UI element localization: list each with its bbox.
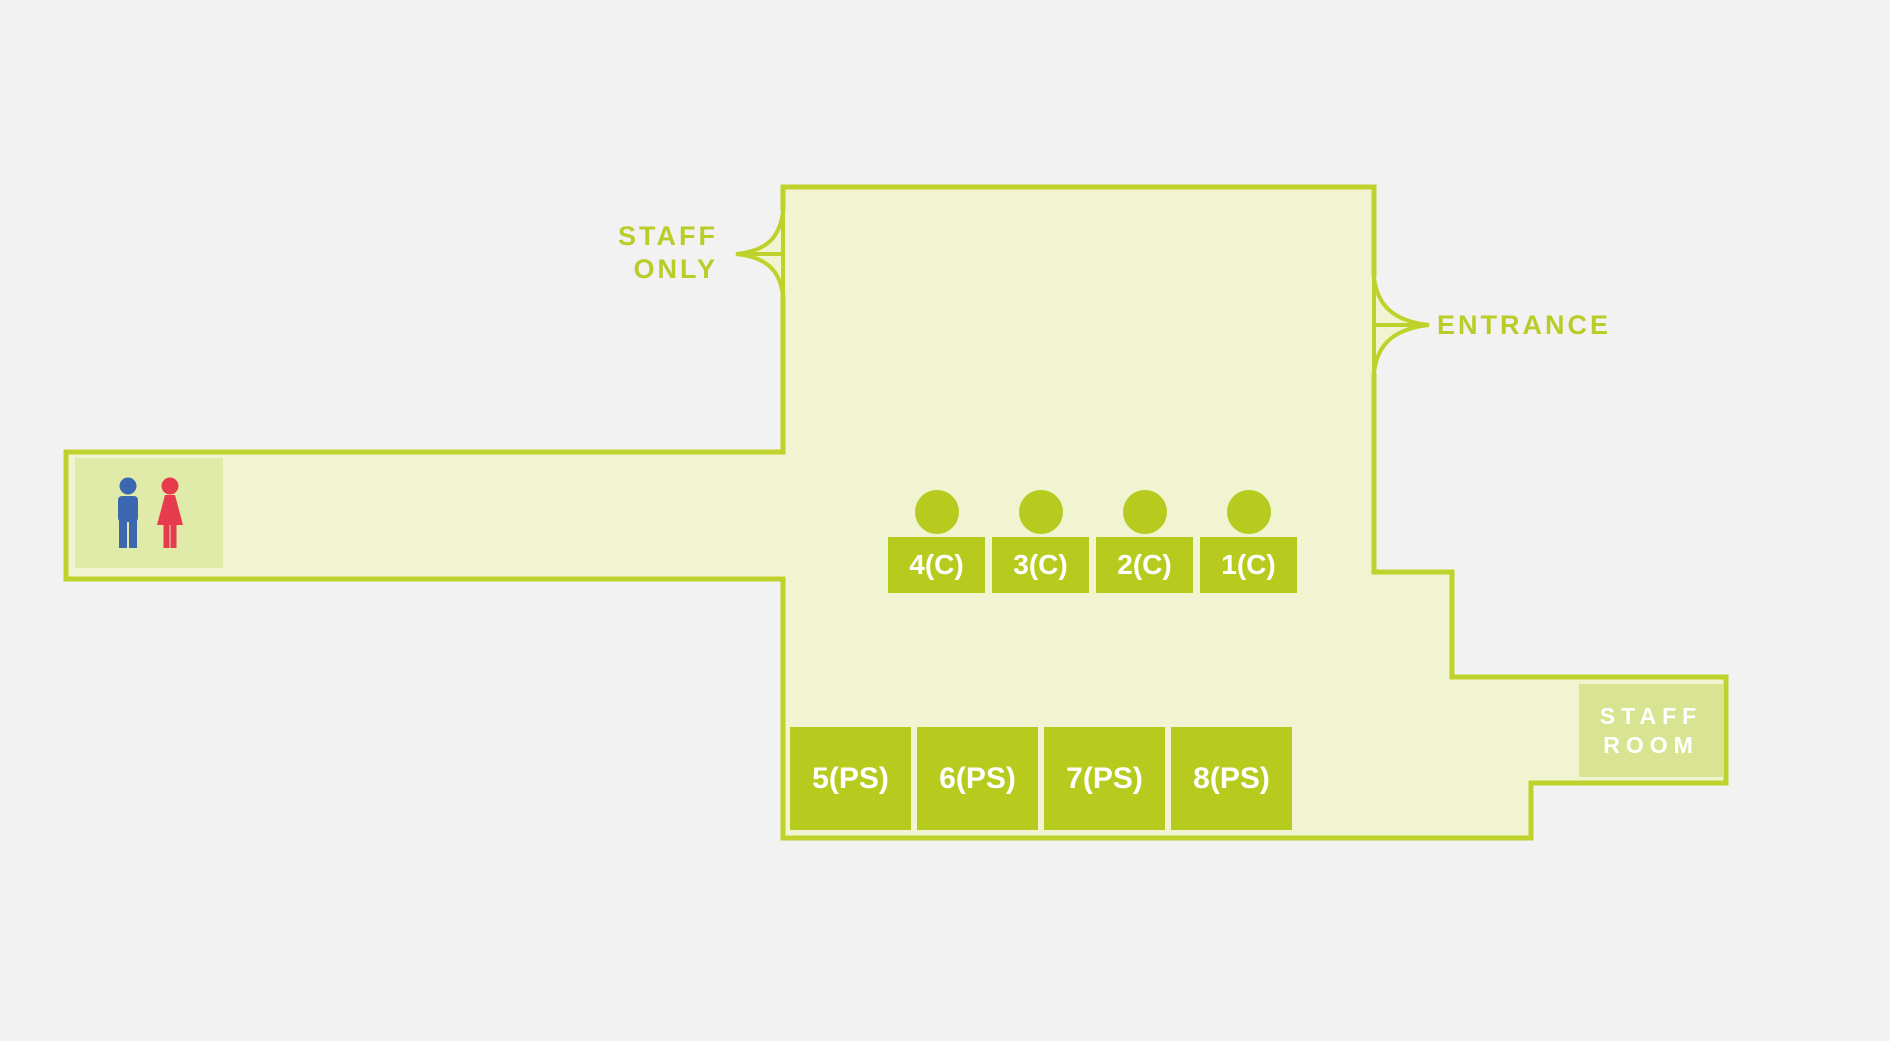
panel-seat-7: 7(PS) xyxy=(1044,727,1165,830)
staff-only-line2: ONLY xyxy=(633,254,718,284)
counter-seat-2: 2(C) xyxy=(1096,537,1193,593)
counter-seat-4: 4(C) xyxy=(888,537,985,593)
entrance-label: ENTRANCE xyxy=(1437,310,1612,340)
seat-head-marker xyxy=(1227,490,1271,534)
panel-seat-8: 8(PS) xyxy=(1171,727,1292,830)
entrance-door-flap-bottom xyxy=(1372,323,1430,374)
woman-icon xyxy=(157,477,183,548)
staff-room-line2: ROOM xyxy=(1603,731,1699,758)
staff-door-flap-top xyxy=(735,210,785,256)
counter-seat-3: 3(C) xyxy=(992,537,1089,593)
wall-main xyxy=(63,295,1729,841)
seat-head-marker xyxy=(915,490,959,534)
staff-only-line1: STAFF xyxy=(618,221,718,251)
staff-room-line1: STAFF xyxy=(1599,702,1703,729)
staff-only-label: STAFF ONLY xyxy=(518,220,718,286)
counter-seat-1: 1(C) xyxy=(1200,537,1297,593)
seat-head-marker xyxy=(1019,490,1063,534)
floor-area xyxy=(66,187,1726,838)
staff-door-flap-bottom xyxy=(735,252,785,297)
man-icon xyxy=(118,477,138,548)
entrance-door-flap-top xyxy=(1372,276,1430,327)
staff-room-area: STAFF ROOM xyxy=(1579,684,1723,777)
wall-top-right xyxy=(780,184,1377,277)
seat-head-marker xyxy=(1123,490,1167,534)
restroom-area xyxy=(75,458,223,568)
panel-seat-5: 5(PS) xyxy=(790,727,911,830)
panel-seat-6: 6(PS) xyxy=(917,727,1038,830)
